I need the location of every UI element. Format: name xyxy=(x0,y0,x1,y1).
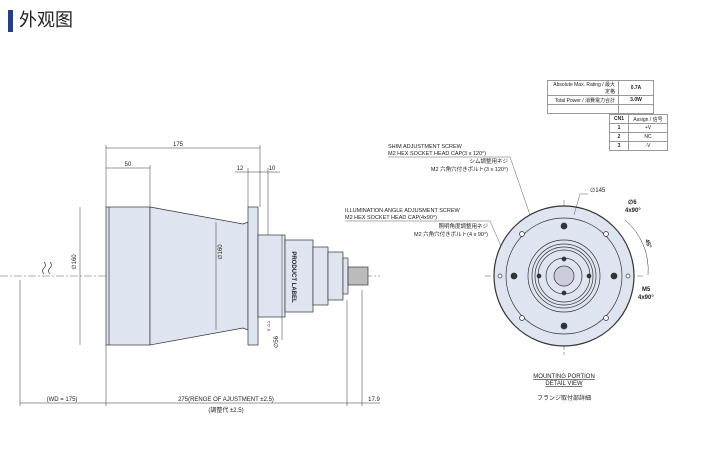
dia-145: ∅145 xyxy=(590,187,606,194)
side-view xyxy=(0,206,380,346)
caption: MOUNTING PORTION xyxy=(533,374,595,380)
dia-6-count: 4x90° xyxy=(625,208,641,214)
range-label: 275(RENGE OF AJUSTMENT ±2.5) xyxy=(178,397,274,403)
callout-text: M2 六角穴付きボルト(3 x 120°) xyxy=(431,165,508,173)
dia-flange: ∅160 xyxy=(217,244,224,260)
page-title: 外观图 xyxy=(8,10,73,32)
front-labels: ∅145 ∅6 4x90° 45° M5 4x90° MOUNTING PORT… xyxy=(533,187,654,402)
callout-text: ILLUMINATION ANGLE ADJUSMENT SCREW xyxy=(345,208,461,214)
dia-small: ∅56 xyxy=(273,335,280,348)
callout-text: M2 HEX SOCKET HEAD CAP(4x90°) xyxy=(345,215,437,221)
dia-6: ∅6 xyxy=(628,199,637,206)
angle-45: 45° xyxy=(643,239,652,250)
m5-count: 4x90° xyxy=(638,295,654,301)
dim-50: 50 xyxy=(125,162,132,168)
callout-text: M2 六角穴付きボルト(4 x 90°) xyxy=(414,230,488,238)
front-view xyxy=(485,200,645,355)
dim-12: 12 xyxy=(237,166,244,172)
tolerance: 0 -0.1 xyxy=(266,320,271,331)
callout-text: SHIM ADJUSTMENT SCREW xyxy=(388,144,463,150)
dia-body: ∅160 xyxy=(71,254,78,270)
cell: Absolute Max. Rating / 最大定格 xyxy=(547,80,619,96)
range-jp-label: (調整代 ±2.5) xyxy=(208,406,243,414)
caption-jp: フランジ取付部詳細 xyxy=(537,394,591,402)
dimension-lines xyxy=(19,145,380,406)
cell xyxy=(618,104,654,114)
dim-10: 10 xyxy=(269,166,276,172)
cell: -V xyxy=(628,141,668,151)
callout-text: M2 HEX SOCKET HEAD CAP(3 x 120°) xyxy=(388,151,486,157)
caption: DETAIL VIEW xyxy=(545,381,583,387)
end-dim: 17.9 xyxy=(368,397,380,403)
m5: M5 xyxy=(642,287,651,293)
callout-text: 照明角度調整用ネジ xyxy=(438,222,488,230)
dim-175: 175 xyxy=(173,142,184,148)
callouts: SHIM ADJUSTMENT SCREW M2 HEX SOCKET HEAD… xyxy=(345,144,508,238)
callout-text: シム調整用ネジ xyxy=(469,157,508,165)
product-label: PRODUCT LABEL xyxy=(290,251,296,303)
wd-label: (WD = 175) xyxy=(47,397,78,403)
